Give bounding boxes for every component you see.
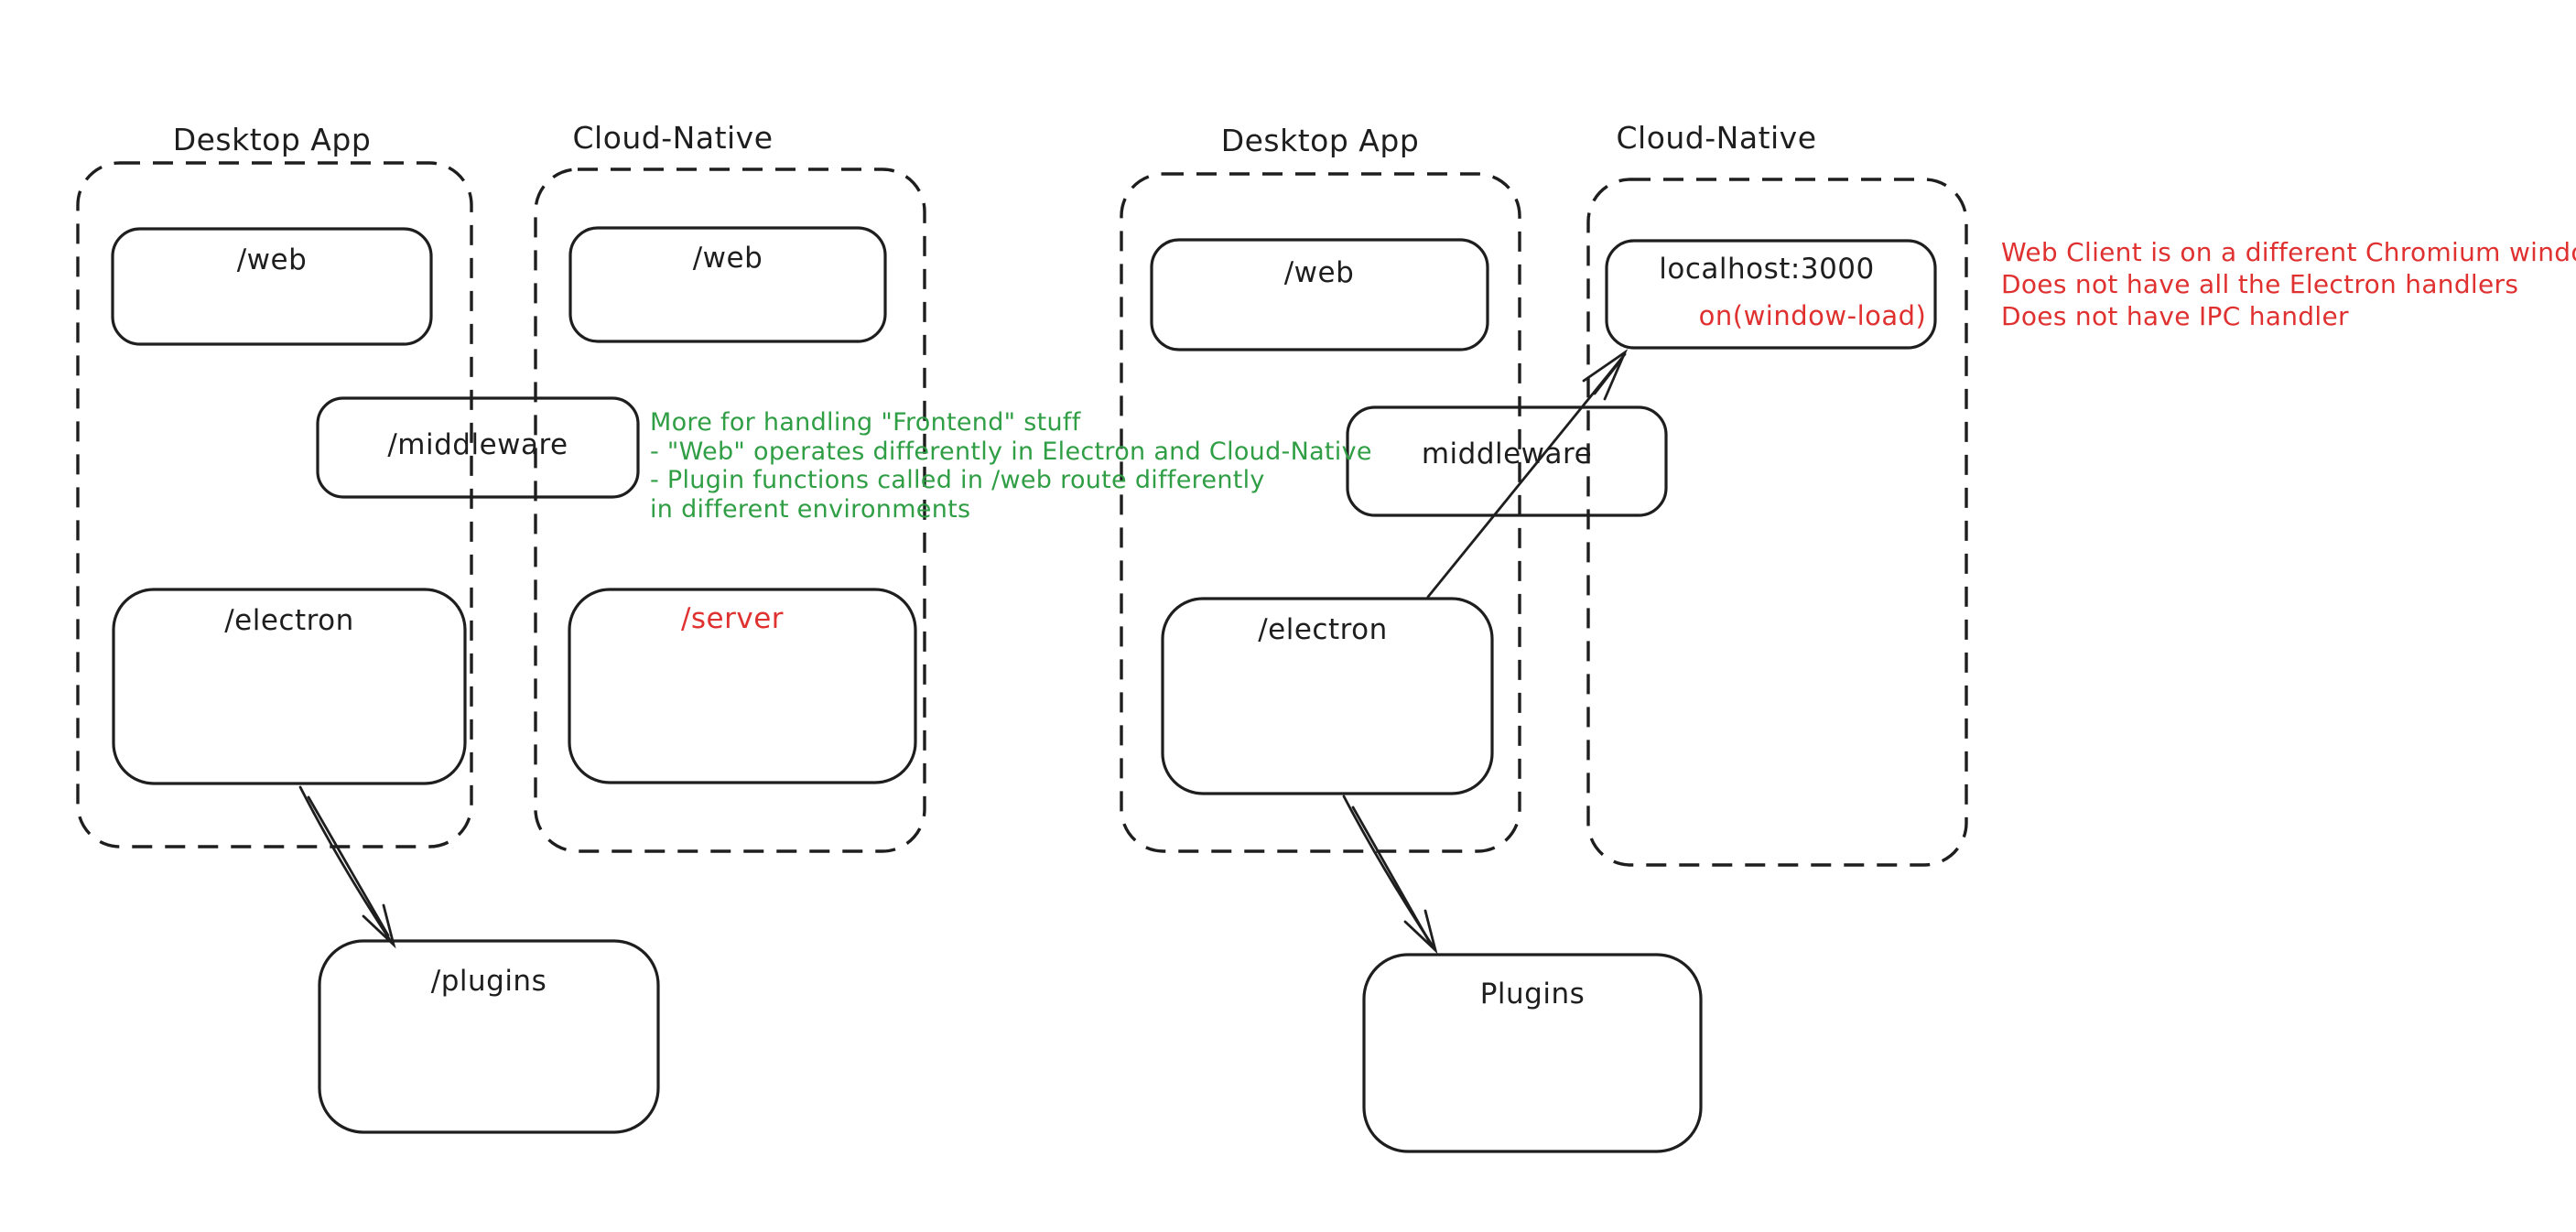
left-middleware-box <box>316 396 640 499</box>
left-server-label: /server <box>680 602 785 635</box>
red-note-line-2: Does not have all the Electron handlers <box>2001 269 2519 299</box>
green-note-line-1: More for handling "Frontend" stuff <box>650 408 1081 437</box>
left-arrow-sketch-line <box>307 795 390 937</box>
right-electron-box <box>1161 597 1494 795</box>
left-plugins-label: /plugins <box>430 965 547 998</box>
left-web-desktop-box <box>111 227 433 346</box>
red-note: Web Client is on a different Chromium wi… <box>2001 236 2576 332</box>
left-arrowhead <box>362 903 396 949</box>
green-note: More for handling "Frontend" stuff - "We… <box>650 408 1372 524</box>
right-localhost-arrowhead <box>1582 349 1629 401</box>
right-localhost-box <box>1605 239 1937 350</box>
left-server-box <box>568 588 917 784</box>
right-cloud-container-outline <box>1586 178 1968 867</box>
right-electron-label: /electron <box>1258 613 1388 646</box>
right-plugins-arrow-sketch-line <box>1351 805 1432 945</box>
left-middleware-label: /middleware <box>387 428 568 461</box>
red-note-line-3: Does not have IPC handler <box>2001 301 2349 331</box>
right-middleware-label: middleware <box>1421 438 1593 470</box>
left-cloud-container-outline <box>534 168 926 853</box>
right-cloud-title: Cloud-Native <box>1616 120 1817 156</box>
left-desktop-title: Desktop App <box>172 122 372 157</box>
right-desktop-title: Desktop App <box>1220 123 1420 158</box>
green-note-line-4: in different environments <box>650 494 971 524</box>
left-cloud-title: Cloud-Native <box>572 120 774 156</box>
right-electron-to-localhost-arrow <box>1426 352 1627 599</box>
red-note-line-1: Web Client is on a different Chromium wi… <box>2001 237 2576 267</box>
right-plugins-label: Plugins <box>1479 978 1586 1010</box>
left-plugins-box <box>318 939 660 1134</box>
left-web-desktop-label: /web <box>236 243 308 276</box>
right-desktop-container-outline <box>1120 172 1521 853</box>
right-window-load-label: on(window-load) <box>1698 300 1927 331</box>
left-web-cloud-label: /web <box>692 242 763 275</box>
green-note-line-3: - Plugin functions called in /web route … <box>650 466 1265 494</box>
green-note-line-2: - "Web" operates differently in Electron… <box>650 437 1372 466</box>
left-electron-to-plugins-arrow <box>298 785 394 945</box>
left-electron-label: /electron <box>224 604 354 637</box>
right-middleware-box <box>1346 405 1668 517</box>
right-localhost-label: localhost:3000 <box>1659 253 1875 286</box>
left-desktop-container-outline <box>76 161 473 848</box>
right-arrow-sketch-line <box>1593 359 1622 395</box>
right-plugins-box <box>1362 953 1703 1153</box>
right-web-label: /web <box>1283 256 1355 289</box>
left-electron-box <box>112 588 467 785</box>
left-web-cloud-box <box>568 226 887 343</box>
right-web-box <box>1150 238 1489 351</box>
right-plugins-arrowhead <box>1403 909 1438 955</box>
